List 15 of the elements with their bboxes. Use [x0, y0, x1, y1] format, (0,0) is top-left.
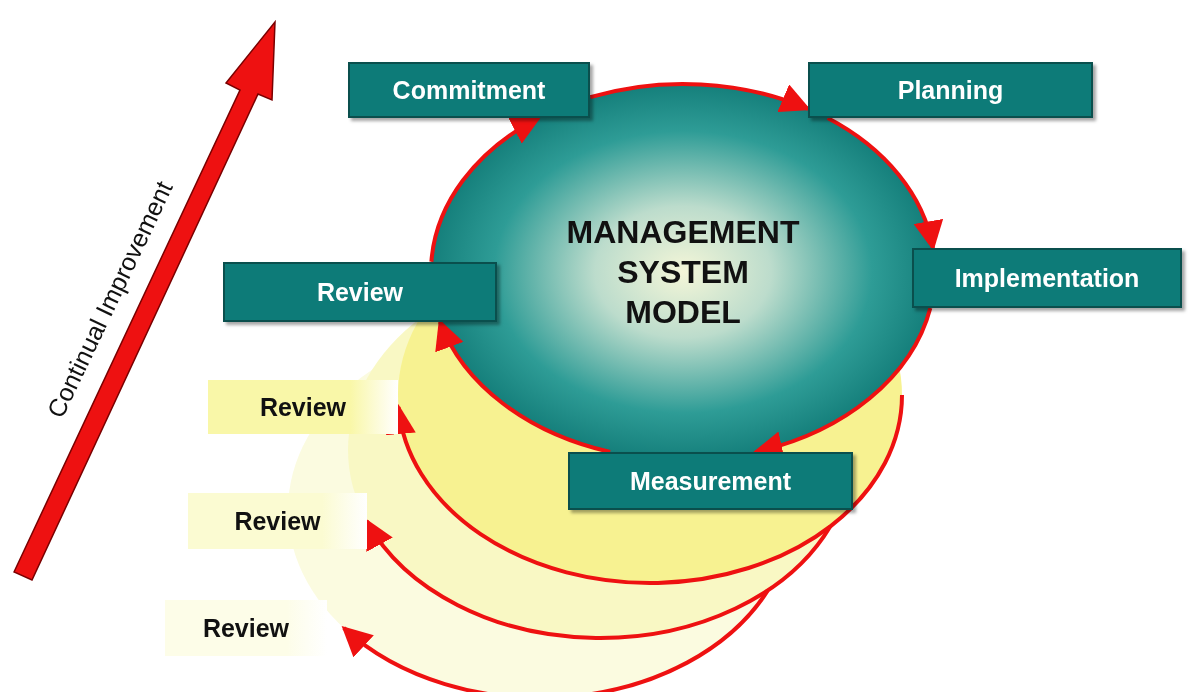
node-title: MANAGEMENT SYSTEM MODEL	[566, 213, 800, 332]
process-box: Commitment	[348, 62, 590, 118]
process-box: Review	[223, 262, 497, 322]
review-label-box: Review	[208, 380, 398, 434]
cycle-arrow	[589, 82, 811, 114]
cycle-arrow	[437, 319, 611, 454]
cycle-arrow	[429, 116, 542, 263]
review-label-box: Review	[188, 493, 367, 549]
cycle-arrow	[341, 589, 770, 692]
cycle-arrow	[826, 116, 942, 251]
process-box: Measurement	[568, 452, 853, 510]
process-box: Planning	[808, 62, 1093, 118]
process-box: Implementation	[912, 248, 1182, 308]
review-label-box: Review	[165, 600, 327, 656]
cycle-arrow	[365, 518, 832, 640]
